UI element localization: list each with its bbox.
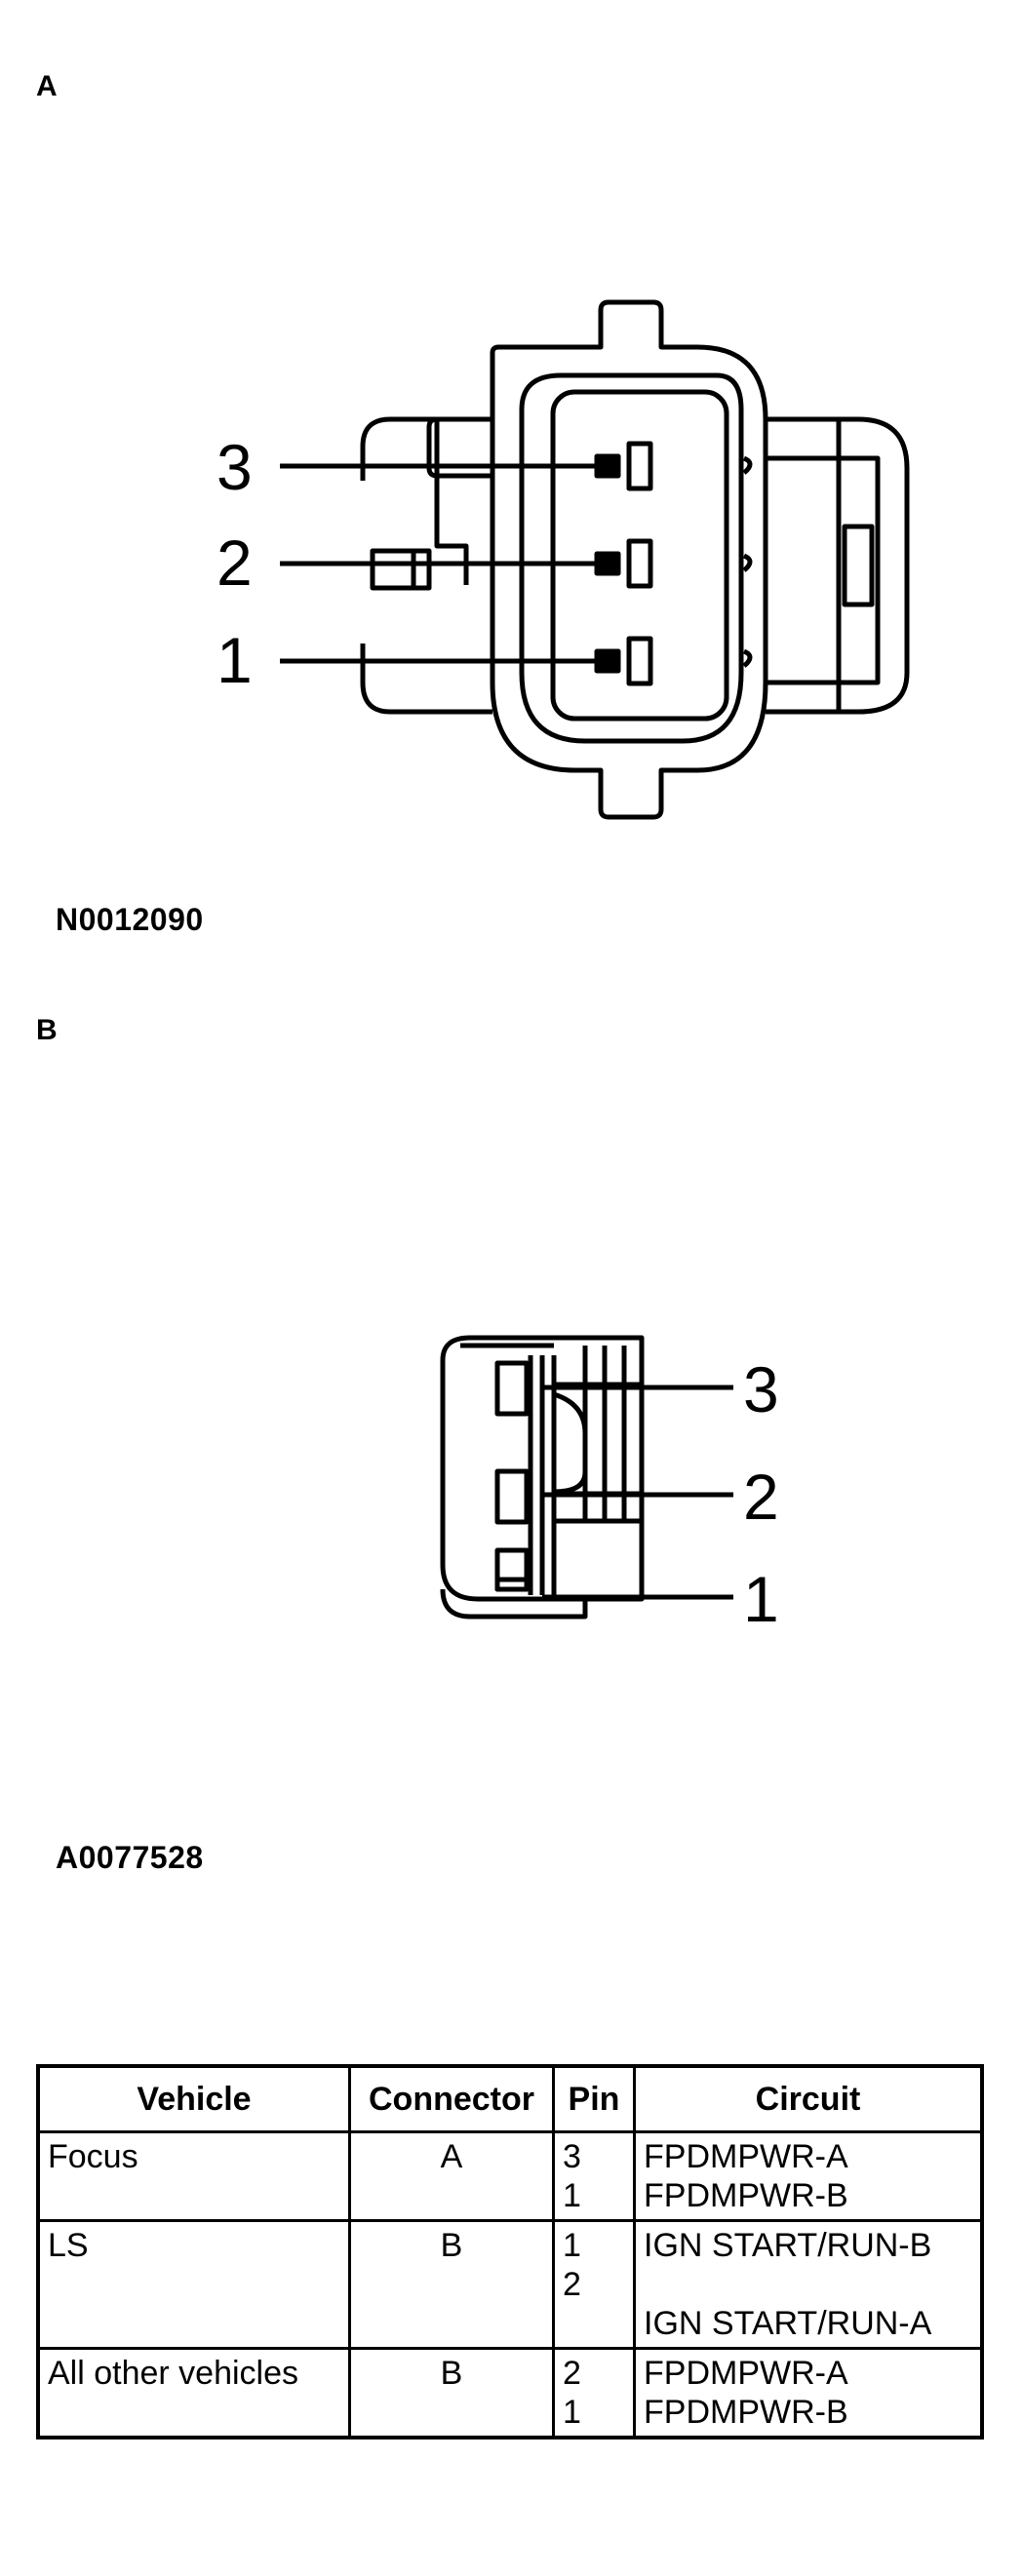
- pin-cell: 3 1: [552, 2130, 636, 2222]
- connector-b-pin-3-label: 3: [743, 1353, 779, 1425]
- circuit-cell: FPDMPWR-A FPDMPWR-B: [633, 2130, 984, 2222]
- connector-b-pin-2-label: 2: [743, 1461, 779, 1533]
- vehicle-cell: LS: [36, 2219, 351, 2350]
- circuit-cell: FPDMPWR-A FPDMPWR-B: [633, 2347, 984, 2439]
- pin-value: 3: [563, 2138, 581, 2175]
- table-row: LS B 1 2 IGN START/RUN-B IGN START/RUN-A: [36, 2219, 984, 2350]
- circuit-value: IGN START/RUN-B: [644, 2227, 932, 2264]
- table-row: Focus A 3 1 FPDMPWR-A FPDMPWR-B: [36, 2130, 984, 2222]
- figure-b-code: A0077528: [56, 1840, 204, 1875]
- header-pin: Pin: [552, 2064, 636, 2133]
- connector-cell: A: [348, 2130, 555, 2222]
- pinout-table: Vehicle Connector Pin Circuit Focus A 3 …: [36, 2064, 984, 2439]
- pin-value: 1: [563, 2394, 581, 2431]
- connector-a-pin-3-label: 3: [216, 431, 253, 503]
- circuit-value: FPDMPWR-B: [644, 2177, 848, 2214]
- header-connector: Connector: [348, 2064, 555, 2133]
- vehicle-cell: Focus: [36, 2130, 351, 2222]
- pin-value: 2: [563, 2355, 581, 2392]
- connector-a-pin-2-label: 2: [216, 527, 253, 599]
- pin-cell: 2 1: [552, 2347, 636, 2439]
- connector-cell: B: [348, 2219, 555, 2350]
- pin-value: 1: [563, 2177, 581, 2214]
- figure-b-label: B: [36, 1014, 58, 1046]
- connector-a-pin-1-label: 1: [216, 624, 253, 696]
- vehicle-cell: All other vehicles: [36, 2347, 351, 2439]
- circuit-value: IGN START/RUN-A: [644, 2305, 932, 2342]
- figure-a-code: N0012090: [56, 902, 204, 937]
- connector-cell: B: [348, 2347, 555, 2439]
- pin-value: 2: [563, 2266, 581, 2303]
- circuit-value: FPDMPWR-A: [644, 2138, 848, 2175]
- pin-cell: 1 2: [552, 2219, 636, 2350]
- connector-b-diagram: 3 2 1: [440, 1335, 779, 1635]
- figure-a-label: A: [36, 70, 58, 102]
- circuit-cell: IGN START/RUN-B IGN START/RUN-A: [633, 2219, 984, 2350]
- connector-b-pin-1-label: 1: [743, 1563, 779, 1635]
- circuit-value: FPDMPWR-B: [644, 2394, 848, 2431]
- table-header-row: Vehicle Connector Pin Circuit: [36, 2064, 984, 2133]
- circuit-value: FPDMPWR-A: [644, 2355, 848, 2392]
- header-vehicle: Vehicle: [36, 2064, 351, 2133]
- table-row: All other vehicles B 2 1 FPDMPWR-A FPDMP…: [36, 2347, 984, 2439]
- pin-value: 1: [563, 2227, 581, 2264]
- connector-a-diagram: 3 2 1: [216, 299, 910, 820]
- header-circuit: Circuit: [633, 2064, 984, 2133]
